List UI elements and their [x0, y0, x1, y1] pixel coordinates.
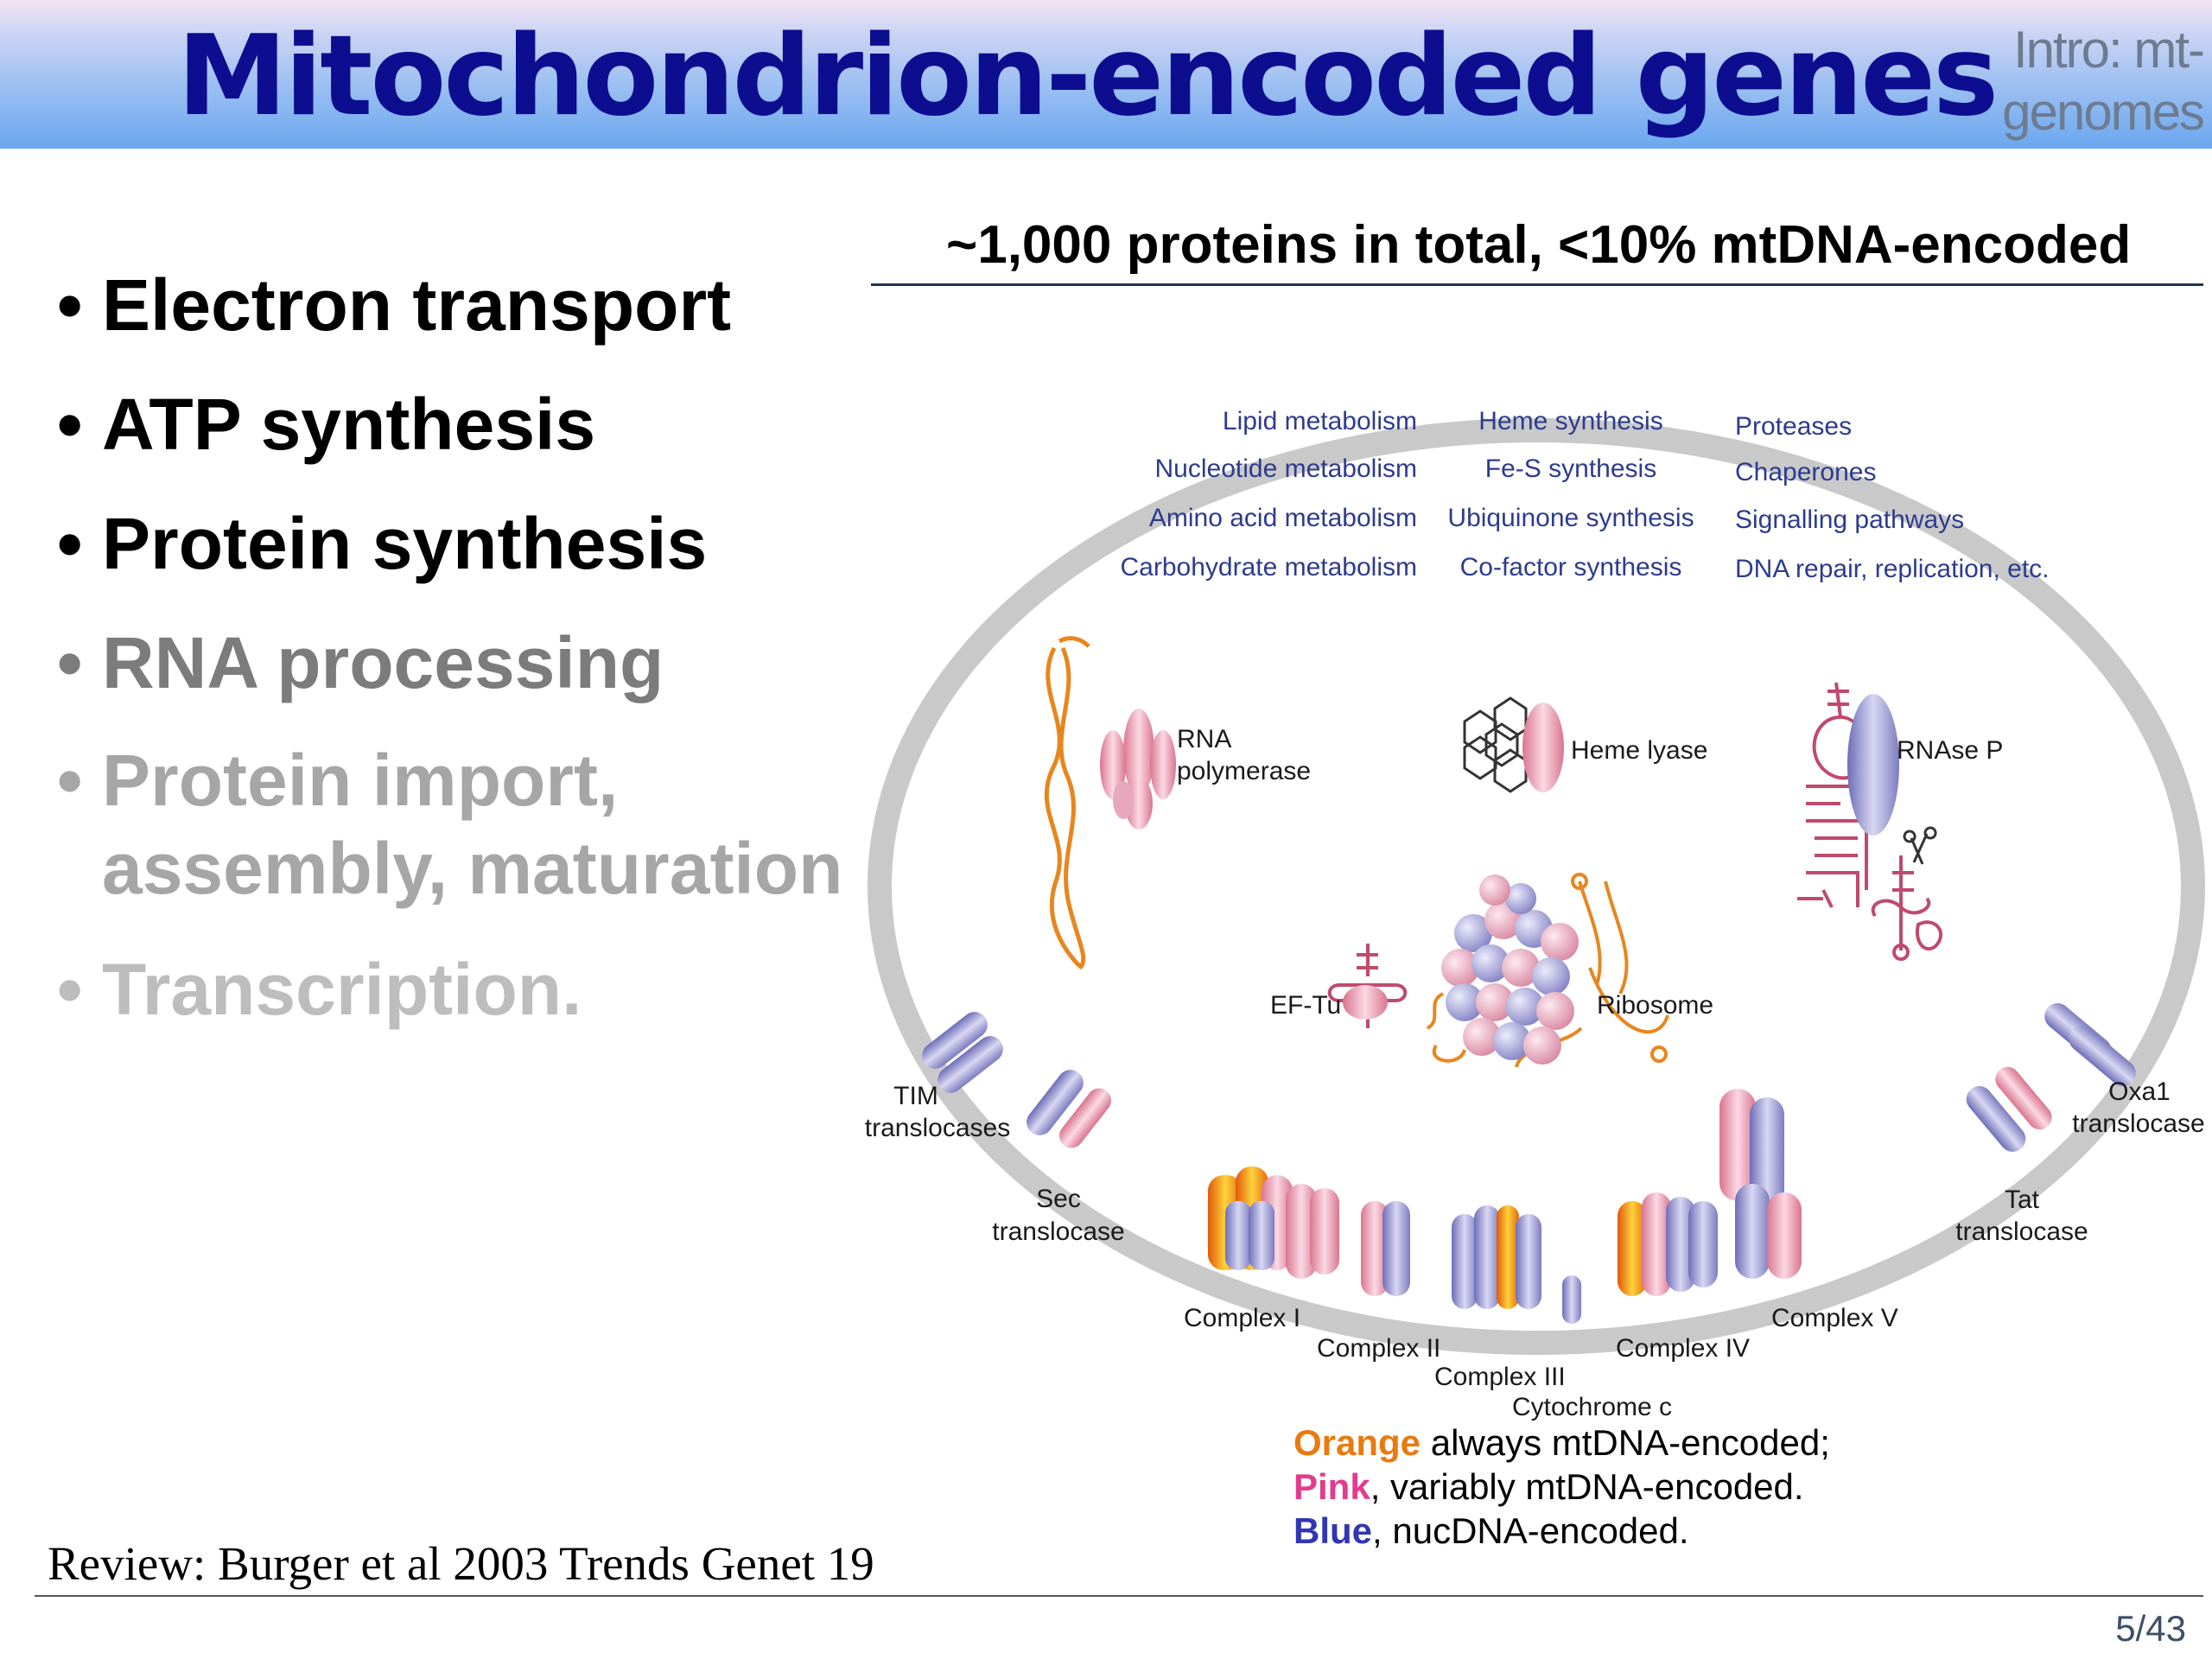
ribosome-label: Ribosome: [1597, 991, 1713, 1020]
legend-key: Blue: [1294, 1510, 1373, 1551]
bullet-text: RNA processing: [102, 622, 664, 703]
ribosome-icon: [1426, 873, 1669, 1068]
slide-title: Mitochondrion-encoded genes: [177, 12, 1999, 141]
function-label: Proteases: [1735, 412, 1852, 441]
tat-label: Tat: [2005, 1185, 2040, 1214]
oxa1-label-2: translocase: [2072, 1109, 2204, 1138]
function-label: Amino acid metabolism: [1149, 504, 1417, 532]
function-label: Nucleotide metabolism: [1155, 454, 1417, 483]
complex-v-icon: [1719, 1089, 1802, 1279]
function-list: Lipid metabolism Nucleotide metabolism A…: [1121, 407, 2050, 583]
function-label: Heme synthesis: [1478, 407, 1662, 435]
complex-iii-label: Complex III: [1434, 1363, 1566, 1391]
bullet-item: •ATP synthesis: [57, 384, 596, 465]
heme-lyase-label: Heme lyase: [1571, 736, 1707, 765]
tim-label: TIM: [893, 1082, 938, 1110]
function-label: Fe-S synthesis: [1485, 454, 1656, 483]
legend-text: always mtDNA-encoded;: [1421, 1422, 1830, 1463]
rnase-p-protein: [1847, 694, 1899, 836]
legend-text: , nucDNA-encoded.: [1372, 1510, 1689, 1551]
ef-tu-icon: [1327, 944, 1408, 1028]
figure-caption: ~1,000 proteins in total, <10% mtDNA-enc…: [946, 215, 2132, 275]
scissors-icon: [1903, 826, 1937, 865]
bullet-item: •Electron transport: [57, 264, 732, 346]
function-label: Co-factor synthesis: [1460, 553, 1682, 582]
complex-ii-label: Complex II: [1317, 1334, 1440, 1363]
legend-row: Blue, nucDNA-encoded.: [1294, 1509, 1830, 1553]
bullet-item: •Protein import, assembly, maturation: [57, 736, 897, 912]
title-bar: [0, 0, 2212, 149]
function-label: Ubiquinone synthesis: [1447, 504, 1694, 532]
function-label: Signalling pathways: [1735, 505, 1964, 534]
complex-i-icon: [1208, 1166, 1339, 1279]
rna-polymerase-label: RNA: [1177, 725, 1231, 753]
heme-lyase-protein: [1522, 702, 1564, 792]
tim-label-2: translocases: [865, 1114, 1010, 1142]
legend-key: Pink: [1294, 1466, 1370, 1507]
tim-translocase-icon: [922, 1012, 1003, 1093]
bullet-text: Electron transport: [102, 264, 732, 346]
tat-label-2: translocase: [1955, 1217, 2088, 1246]
complex-ii-icon: [1361, 1201, 1410, 1296]
tat-translocase-icon: [1966, 1066, 2052, 1152]
bullet-text: ATP synthesis: [102, 384, 596, 465]
footer-divider: [35, 1595, 2203, 1597]
rna-polymerase-icon: [1044, 636, 1176, 969]
bullet-item: •Transcription.: [57, 949, 582, 1030]
function-label: DNA repair, replication, etc.: [1735, 555, 2050, 583]
oxa1-label: Oxa1: [2108, 1077, 2171, 1106]
rnase-p-label: RNAse P: [1897, 736, 2003, 765]
section-label: Intro: mt-genomes: [2002, 21, 2205, 141]
sec-translocase-icon: [1027, 1070, 1112, 1148]
caption-underline: [871, 283, 2203, 286]
color-legend: Orange always mtDNA-encoded; Pink, varia…: [1294, 1421, 1830, 1553]
legend-row: Pink, variably mtDNA-encoded.: [1294, 1465, 1830, 1509]
complex-v-label: Complex V: [1771, 1304, 1898, 1332]
complex-iv-label: Complex IV: [1616, 1334, 1750, 1363]
rna-polymerase-label-2: polymerase: [1177, 757, 1311, 785]
legend-text: , variably mtDNA-encoded.: [1370, 1466, 1804, 1507]
oxa1-translocase-icon: [2044, 1003, 2136, 1086]
page-number: 5/43: [2115, 1608, 2186, 1649]
function-label: Chaperones: [1735, 458, 1876, 486]
reference-citation: Review: Burger et al 2003 Trends Genet 1…: [48, 1537, 874, 1590]
sec-label-2: translocase: [992, 1217, 1124, 1246]
sec-label: Sec: [1036, 1185, 1081, 1213]
function-label: Lipid metabolism: [1223, 407, 1417, 435]
bullet-text: Protein import, assembly, maturation: [102, 740, 843, 909]
bullet-text: Protein synthesis: [102, 503, 708, 584]
ef-tu-label: EF-Tu: [1270, 991, 1341, 1020]
complex-i-label: Complex I: [1184, 1304, 1300, 1332]
complex-iv-icon: [1618, 1192, 1718, 1296]
mitochondrion-diagram: Lipid metabolism Nucleotide metabolism A…: [865, 407, 2205, 1421]
bullet-item: •RNA processing: [57, 622, 664, 703]
function-label: Carbohydrate metabolism: [1121, 553, 1418, 582]
heme-lyase-icon: [1463, 696, 1528, 793]
inner-membrane: [868, 418, 2205, 1355]
complex-iii-icon: [1452, 1205, 1541, 1309]
bullet-item: •Protein synthesis: [57, 503, 708, 584]
bullet-list: •Electron transport •ATP synthesis •Prot…: [57, 259, 897, 1035]
bullet-text: Transcription.: [102, 949, 582, 1030]
legend-key: Orange: [1294, 1422, 1421, 1463]
cytochrome-c-label: Cytochrome c: [1512, 1393, 1672, 1421]
cytochrome-c-icon: [1562, 1275, 1581, 1324]
legend-row: Orange always mtDNA-encoded;: [1294, 1421, 1830, 1465]
